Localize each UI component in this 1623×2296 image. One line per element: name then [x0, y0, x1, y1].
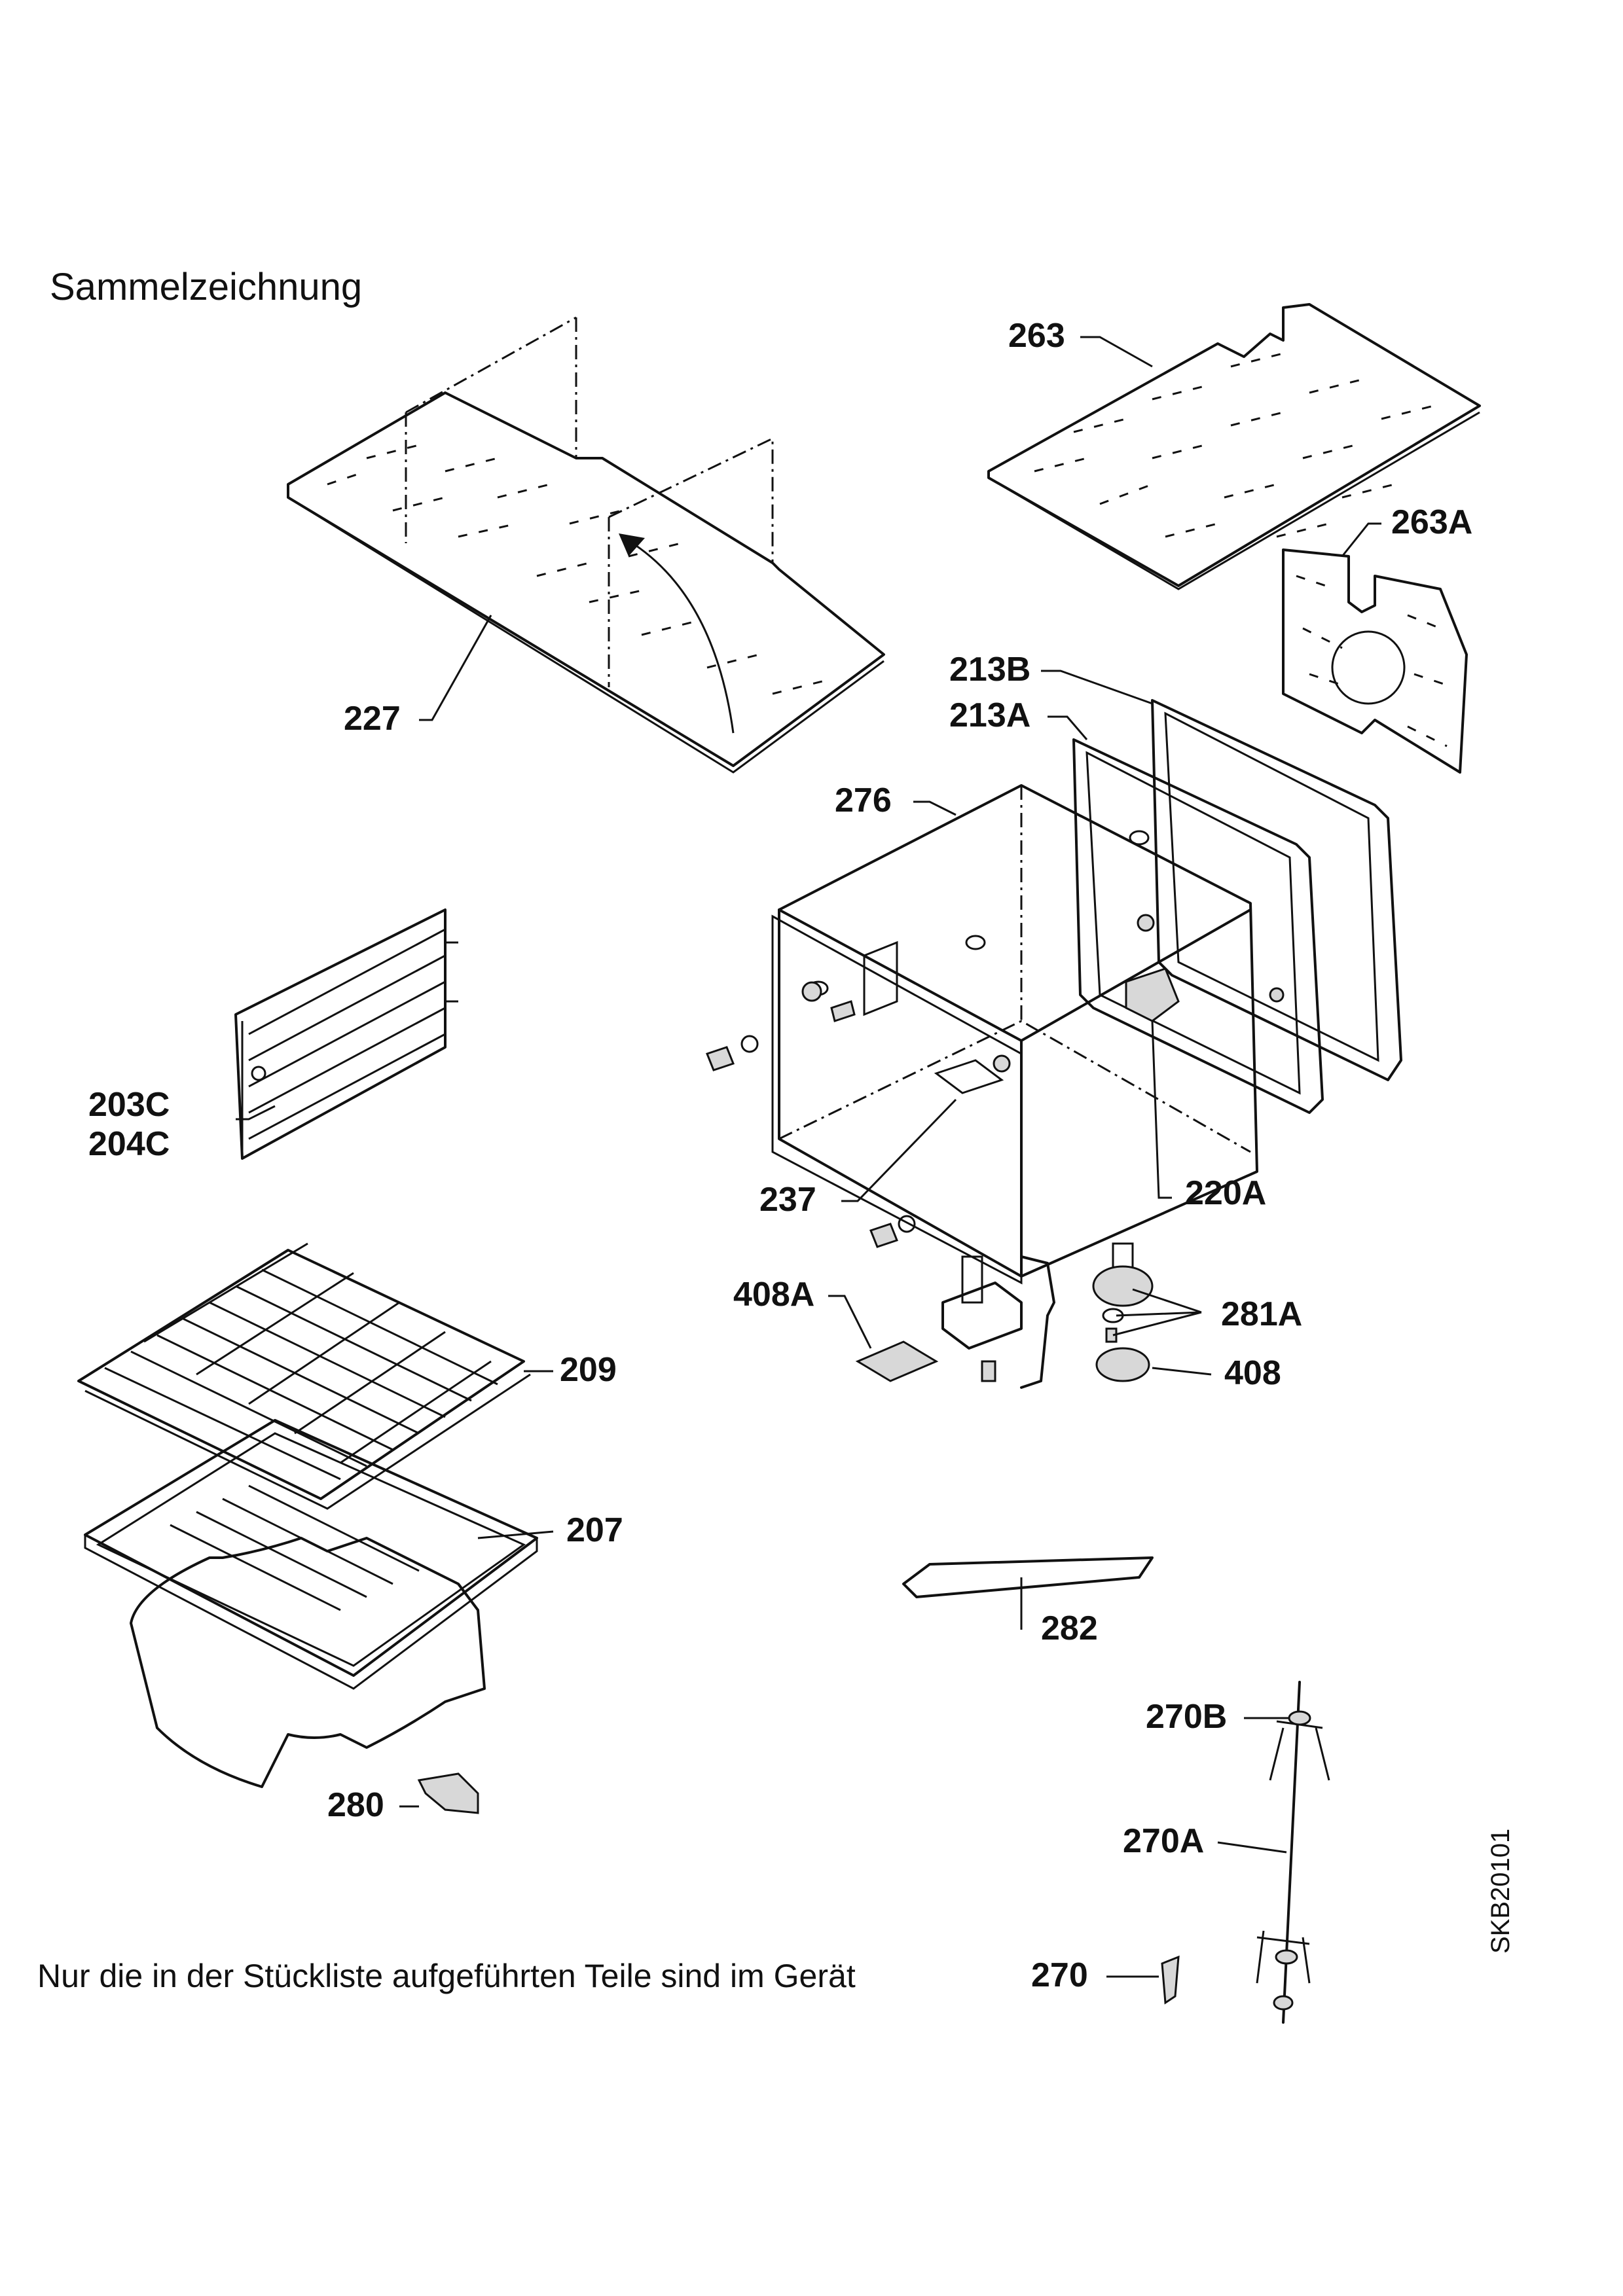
label-280: 280	[327, 1786, 384, 1824]
label-270: 270	[1031, 1956, 1088, 1994]
label-213B: 213B	[949, 651, 1030, 689]
rotisserie-spit-270	[1161, 1681, 1330, 2024]
label-281A: 281A	[1221, 1295, 1302, 1333]
callout-labels: 263 263A 227 213B 213A 276 203C 204C 237…	[88, 317, 1472, 1994]
label-227: 227	[344, 700, 401, 738]
top-plate-263	[987, 303, 1481, 590]
label-282: 282	[1041, 1609, 1098, 1647]
clip-237	[934, 1059, 1004, 1094]
label-213A: 213A	[949, 696, 1030, 734]
label-408A: 408A	[733, 1276, 814, 1314]
fan-281A-408	[1092, 1242, 1154, 1382]
label-237: 237	[759, 1181, 816, 1219]
label-270A: 270A	[1123, 1822, 1204, 1860]
heating-element-280	[130, 1537, 486, 1814]
leader-lines	[236, 336, 1381, 1978]
label-263: 263	[1008, 317, 1065, 355]
baking-tray-207	[84, 1419, 538, 1690]
label-204C: 204C	[88, 1125, 170, 1163]
label-263A: 263A	[1391, 503, 1472, 541]
label-203C: 203C	[88, 1086, 170, 1124]
footnote: Nur die in der Stückliste aufgeführten T…	[37, 1958, 856, 1994]
cavity-fixings	[706, 1000, 916, 1248]
oven-cavity-276	[771, 784, 1285, 1285]
label-209: 209	[560, 1351, 617, 1389]
label-270B: 270B	[1146, 1698, 1227, 1736]
rear-insulation-263A	[1282, 548, 1468, 774]
motor-assembly-408A	[855, 1255, 1055, 1389]
oven-shelf-209	[77, 1242, 531, 1510]
shelf-rails-203C-204C	[234, 908, 458, 1160]
bracket-strip-282	[902, 1556, 1154, 1598]
seal-213B	[1151, 699, 1402, 1081]
seal-213A	[1072, 738, 1324, 1114]
label-408: 408	[1224, 1354, 1281, 1392]
drawing-code: SKB20101	[1486, 1828, 1515, 1954]
insulation-mat-227	[287, 316, 885, 774]
page-title: Sammelzeichnung	[50, 266, 363, 308]
label-220A: 220A	[1185, 1174, 1266, 1212]
label-276: 276	[835, 781, 892, 819]
label-207: 207	[566, 1511, 623, 1549]
